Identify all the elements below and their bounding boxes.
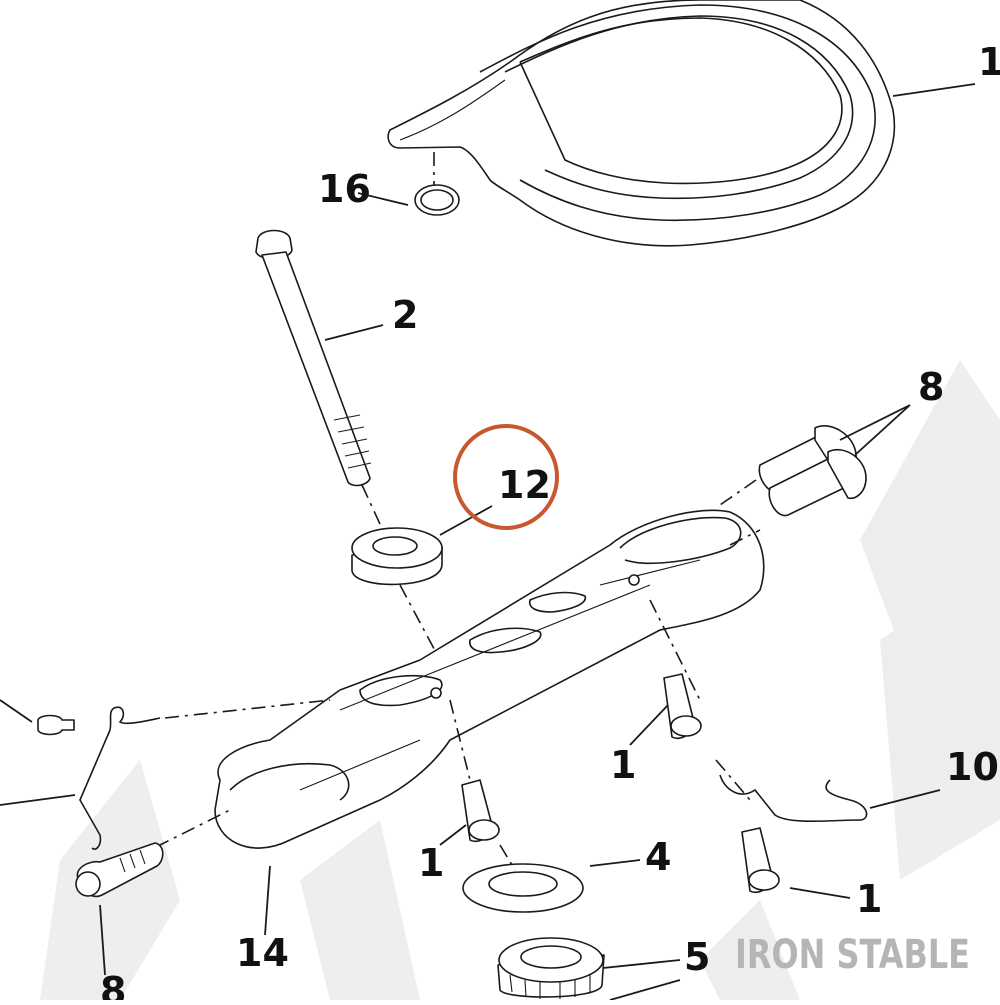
callout-labels: 1 16 2 8 12 1 10 1 4 1 14 5 8 — [100, 40, 1000, 1005]
callout-1-seat: 1 — [978, 40, 1000, 84]
callout-16: 16 — [318, 167, 371, 211]
callout-1-far-right: 1 — [856, 877, 882, 921]
callout-5: 5 — [684, 935, 710, 979]
long-bolt-part — [255, 229, 386, 536]
fork-clamp-part — [214, 509, 765, 849]
callout-12: 12 — [498, 463, 551, 507]
leader-lines — [0, 83, 976, 1001]
bushing-part — [351, 527, 443, 661]
background-watermark — [40, 360, 1000, 1000]
callout-8-upper: 8 — [918, 365, 944, 409]
wire-clip-right-part — [715, 759, 868, 823]
callout-2: 2 — [392, 293, 418, 337]
bearing-part — [497, 937, 605, 999]
callout-10: 10 — [946, 745, 999, 789]
callout-1-right: 1 — [610, 743, 636, 787]
bolt-lower-left-part — [75, 842, 164, 897]
brand-watermark: IRON STABLE — [735, 932, 970, 978]
screw-part-right — [663, 673, 702, 740]
bolt-pair-part — [719, 425, 867, 517]
callout-1-center: 1 — [418, 841, 444, 885]
screw-part-far-right — [741, 827, 780, 894]
callout-4: 4 — [645, 835, 671, 879]
screw-part-center — [461, 779, 500, 843]
wire-clip-assembly — [37, 699, 331, 861]
callout-14: 14 — [236, 931, 289, 975]
highlight-ring — [453, 424, 559, 530]
washer-part — [462, 844, 584, 913]
seat-cover-part — [387, 0, 896, 247]
grommet-part — [414, 152, 460, 216]
callout-8-lower: 8 — [100, 969, 126, 1000]
